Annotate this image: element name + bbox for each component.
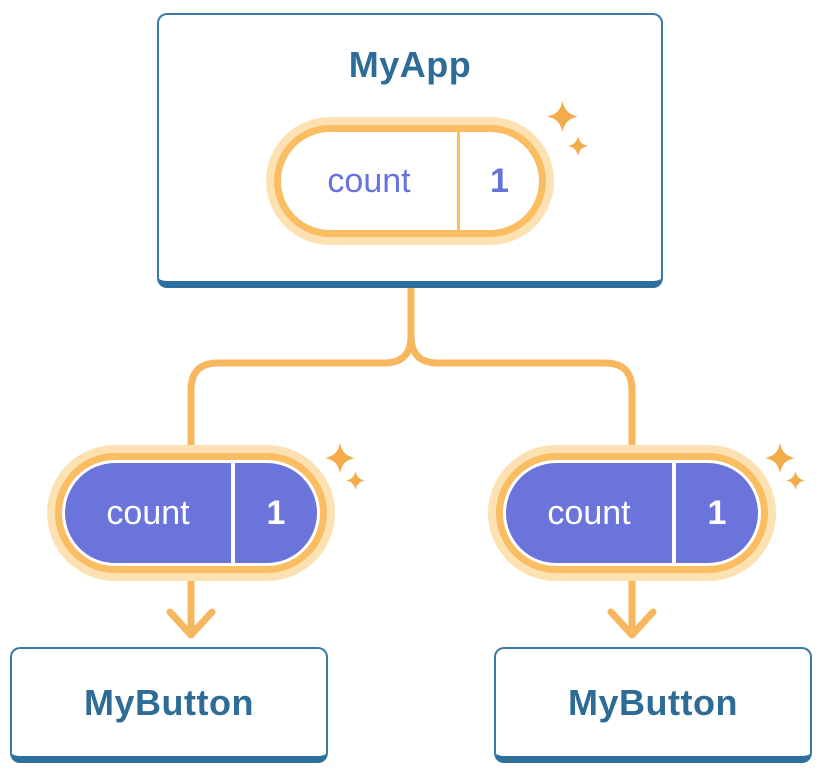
pill-divider (672, 463, 676, 563)
pill-divider (231, 463, 235, 563)
state-pill-body: count 1 (65, 463, 317, 563)
sparkle-icon (547, 101, 578, 132)
component-card-mybutton-1: MyButton (10, 647, 328, 763)
state-pill-label: count (547, 493, 631, 532)
state-pill-body: count 1 (506, 463, 758, 563)
state-pill-root: count 1 (274, 125, 546, 237)
arrow-down-icon (607, 568, 657, 639)
connector-branch-right (407, 274, 636, 464)
state-pill-value: 1 (707, 493, 727, 532)
sparkle-icon (346, 471, 365, 490)
state-pill-label: count (327, 161, 411, 200)
component-title: MyButton (568, 681, 738, 723)
state-pill-child-2: count 1 (496, 453, 768, 573)
component-title: MyButton (84, 681, 254, 723)
sparkle-icon (568, 136, 588, 156)
arrow-down-icon (166, 568, 216, 639)
sparkle-icon (325, 443, 355, 473)
sparkle-icon (786, 471, 805, 490)
state-pill-value: 1 (266, 493, 286, 532)
component-title: MyApp (348, 44, 472, 85)
state-pill-value: 1 (490, 161, 509, 200)
pill-divider (457, 132, 460, 230)
connector-branch-left (187, 274, 415, 464)
state-pill-label: count (106, 493, 190, 532)
state-pill-child-1: count 1 (55, 453, 327, 573)
sparkle-icon (765, 443, 795, 473)
component-card-mybutton-2: MyButton (494, 647, 812, 763)
